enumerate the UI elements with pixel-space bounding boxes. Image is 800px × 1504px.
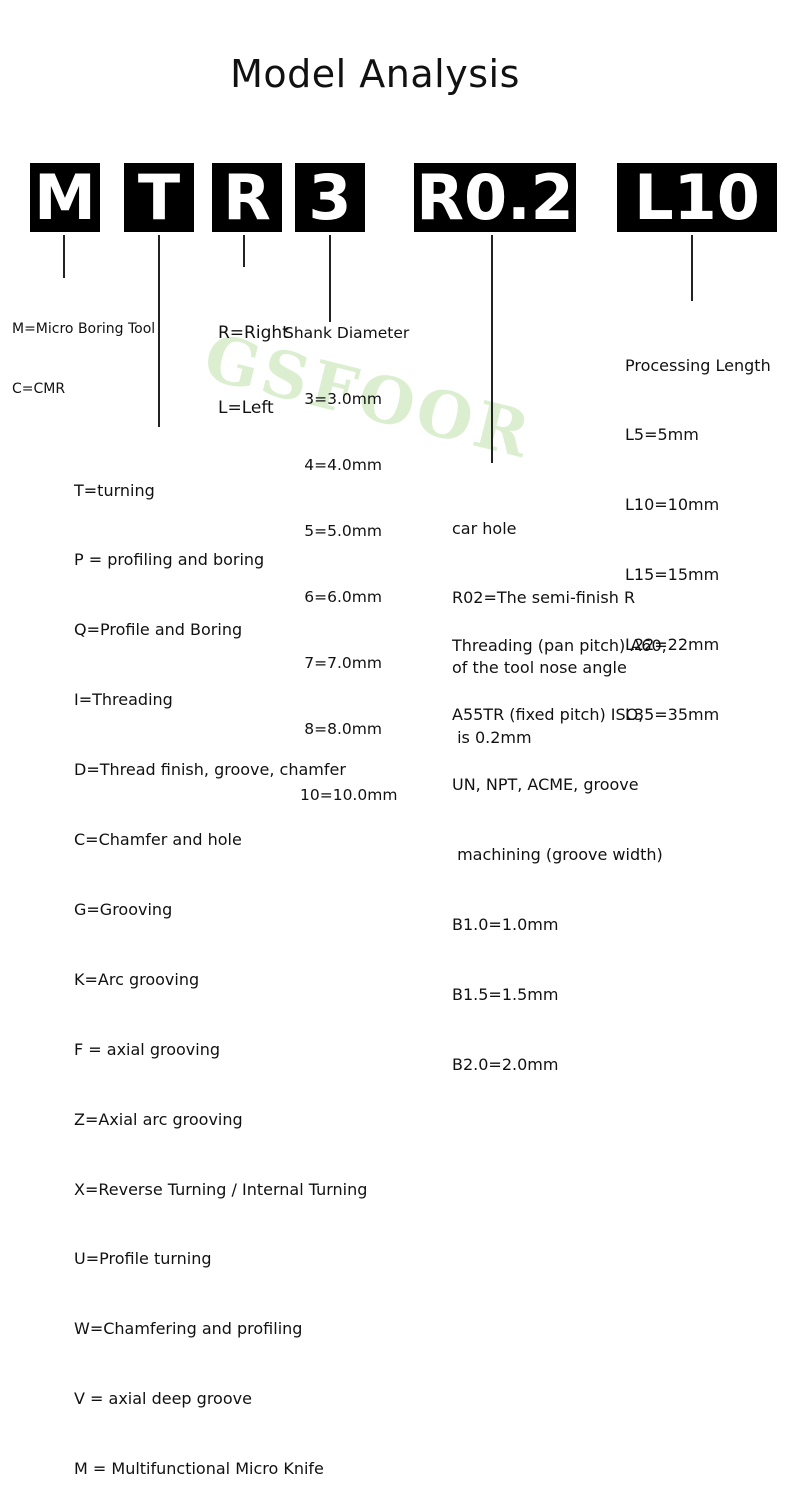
code-box-r02: R0.2 [414,161,576,234]
t-description-list: T=turning P = profiling and boring Q=Pro… [74,432,367,1504]
m-description: M=Micro Boring Tool C=CMR [12,279,155,419]
connector-line-m [63,235,65,278]
shank-diameter-heading: Shank Diameter [284,324,410,342]
processing-length-list: Processing Length L5=5mm L10=10mm L15=15… [625,307,771,750]
t-desc-line: Z=Axial arc grooving [74,1109,243,1129]
length-item: L10=10mm [625,495,720,515]
shank-item: 6=6.0mm [304,588,382,606]
connector-line-l10 [691,235,693,301]
t-desc-line: W=Chamfering and profiling [74,1319,303,1339]
thread-desc-line: B1.5=1.5mm [452,985,559,1005]
t-desc-line: I=Threading [74,690,173,710]
r-description: R=Right L=Left [218,271,289,446]
m-desc-line: C=CMR [12,381,66,397]
thread-desc-line: B2.0=2.0mm [452,1054,559,1074]
code-box-m: M [30,161,100,234]
threading-description: Threading (pan pitch) A60, A55TR (fixed … [452,587,667,1100]
nose-radius-description: car hole R02=The semi-finish R of the to… [452,470,635,773]
t-desc-line: D=Thread finish, groove, chamfer [74,760,346,780]
length-item: L35=35mm [625,705,720,725]
thread-desc-line: Threading (pan pitch) A60, [452,635,667,655]
code-box-3: 3 [295,161,365,234]
thread-desc-line: machining (groove width) [452,845,663,865]
connector-line-3 [329,235,331,322]
t-desc-line: C=Chamfer and hole [74,830,242,850]
thread-desc-line: B1.0=1.0mm [452,915,559,935]
length-item: L22=22mm [625,635,720,655]
r-desc-line: R=Right [218,323,289,343]
shank-item: 8=8.0mm [304,720,382,738]
thread-desc-line: A55TR (fixed pitch) ISO, [452,705,644,725]
t-desc-line: V = axial deep groove [74,1389,252,1409]
shank-item: 4=4.0mm [304,456,382,474]
length-item: L15=15mm [625,565,720,585]
nose-desc-line: R02=The semi-finish R [452,588,636,608]
t-desc-line: P = profiling and boring [74,550,265,570]
connector-line-r [243,235,245,267]
t-desc-line: U=Profile turning [74,1249,212,1269]
nose-desc-line: car hole [452,518,517,538]
nose-desc-line: of the tool nose angle [452,658,627,678]
connector-line-t [158,235,160,427]
code-box-r: R [212,161,282,234]
page-title: Model Analysis [230,52,520,96]
t-desc-line: Q=Profile and Boring [74,620,243,640]
t-desc-line: T=turning [74,480,155,500]
length-item: L5=5mm [625,425,699,445]
t-desc-line: G=Grooving [74,899,173,919]
t-desc-line: X=Reverse Turning / Internal Turning [74,1179,368,1199]
t-desc-line: K=Arc grooving [74,969,200,989]
shank-item: 3=3.0mm [304,390,382,408]
code-box-l10: L10 [617,161,777,234]
m-desc-line: M=Micro Boring Tool [12,321,156,337]
r-desc-line: L=Left [218,398,274,418]
t-desc-line: M = Multifunctional Micro Knife [74,1459,324,1479]
processing-length-heading: Processing Length [625,355,771,375]
t-desc-line: F = axial grooving [74,1039,221,1059]
shank-item: 5=5.0mm [304,522,382,540]
nose-desc-line: is 0.2mm [452,728,532,748]
shank-item: 7=7.0mm [304,654,382,672]
connector-line-r02 [491,235,493,463]
code-box-t: T [124,161,194,234]
thread-desc-line: UN, NPT, ACME, groove [452,775,639,795]
